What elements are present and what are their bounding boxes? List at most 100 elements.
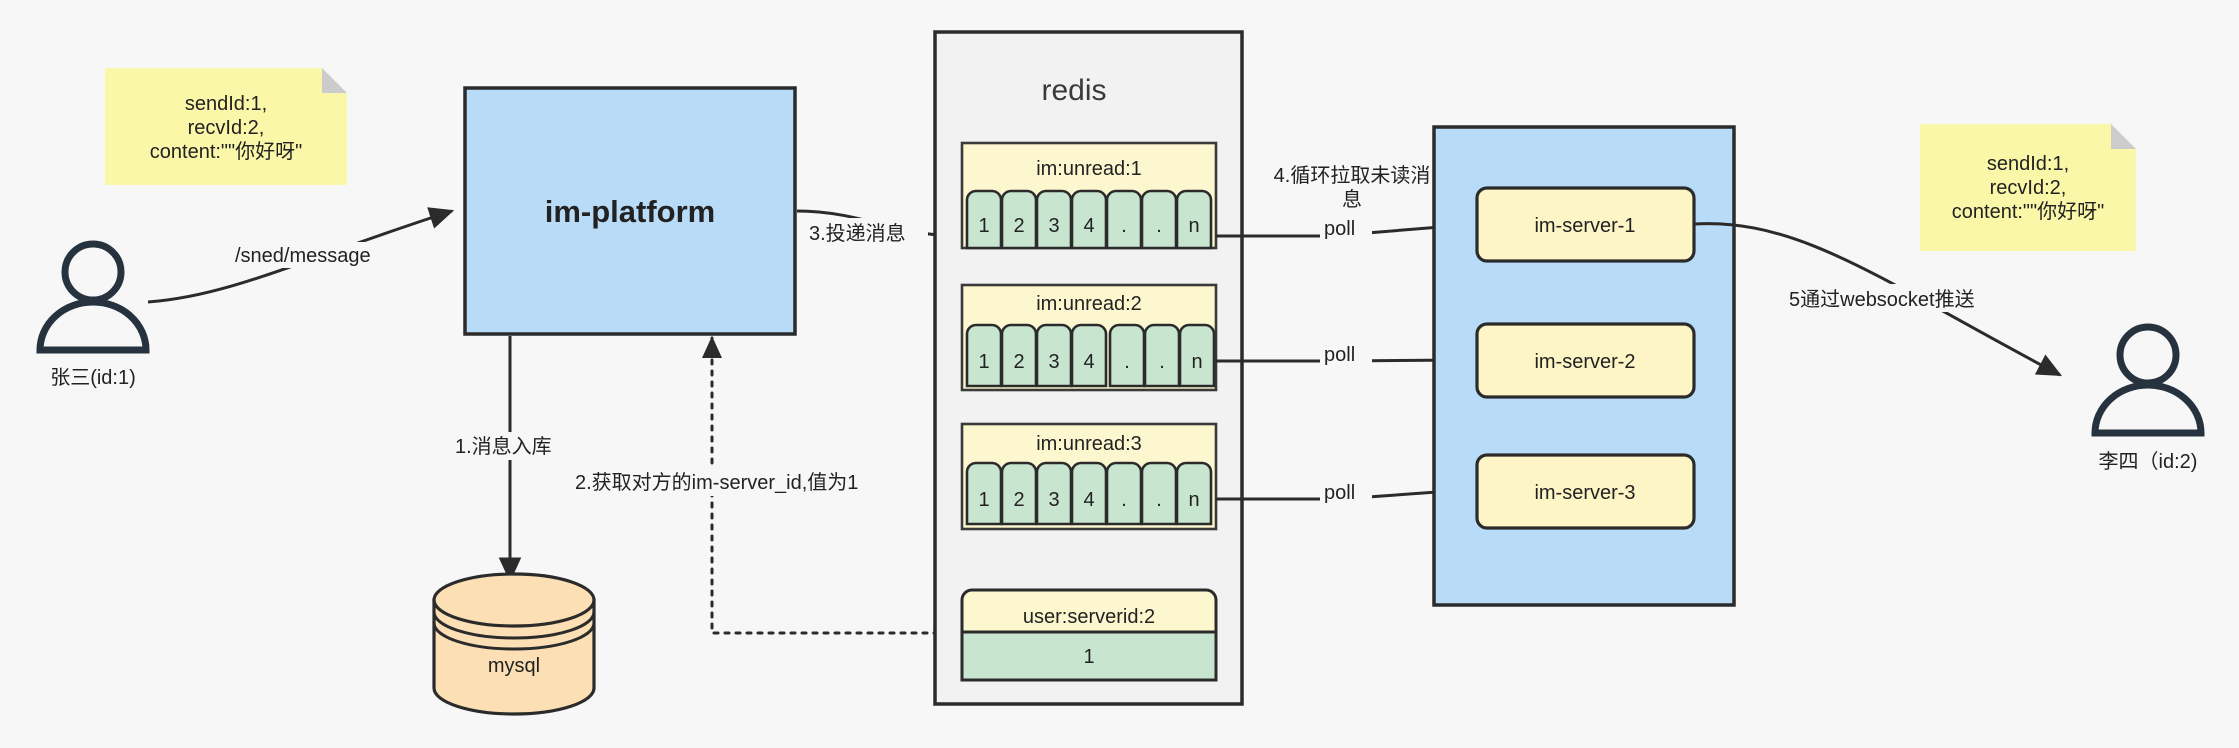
edge-label-poll-2: poll [1320, 340, 1372, 366]
mysql-ring-2 [432, 622, 596, 651]
actor-sender-head [61, 240, 125, 304]
note-right-line-3: content:""你好呀" [1952, 200, 2104, 223]
edge-step5 [1693, 222, 2062, 377]
queue-1-cell-2-label: 3 [1048, 215, 1059, 237]
queue-1-key: im:unread:1 [1036, 158, 1142, 180]
queue-2-cell-2-label: 3 [1048, 351, 1059, 373]
mysql-label: mysql [488, 655, 540, 677]
queue-3-cell-1-label: 2 [1013, 489, 1024, 511]
im-server-3-box[interactable] [1475, 453, 1696, 530]
queue-2-cell-6 [1178, 323, 1216, 388]
note-left-line-2: recvId:2, [188, 117, 265, 139]
edge-label-step3: 3.投递消息 [806, 218, 928, 246]
im-platform-node[interactable]: im-platform [463, 86, 797, 336]
mysql-node[interactable]: mysql [432, 572, 596, 716]
queue-1-cells: 1 2 3 4 . . n [965, 189, 1213, 250]
actor-sender-body [36, 298, 150, 354]
note-left-body [105, 68, 347, 185]
im-server-3-label: im-server-3 [1534, 482, 1635, 504]
edge-label-step3-text: 3.投递消息 [809, 222, 906, 245]
queue-2-cell-5-label: . [1159, 351, 1165, 373]
queue-3-cell-3-label: 4 [1083, 489, 1094, 511]
im-server-2[interactable]: im-server-2 [1475, 322, 1696, 399]
note-right-body [1920, 124, 2136, 251]
edge-label-step1: 1.消息入库 [452, 432, 570, 460]
im-server-2-label: im-server-2 [1534, 351, 1635, 373]
note-right: sendId:1, recvId:2, content:""你好呀" [1920, 124, 2136, 251]
queue-1-cell-1-label: 2 [1013, 215, 1024, 237]
queue-2-cells: 1 2 3 4 . . n [965, 323, 1216, 388]
user-serverid-block[interactable]: user:serverid:2 1 [960, 588, 1218, 682]
actor-receiver-label: 李四（id:2) [2099, 450, 2198, 473]
queue-2-cell-3-label: 4 [1083, 351, 1094, 373]
queue-2-cell-4-label: . [1124, 351, 1130, 373]
im-server-2-box[interactable] [1475, 322, 1696, 399]
edge-step2 [702, 336, 962, 635]
note-right-fold [2111, 124, 2136, 149]
queue-3-cell-0-label: 1 [978, 489, 989, 511]
edge-label-step4-line1: 4.循环拉取未读消 [1274, 164, 1431, 187]
im-server-1-box[interactable] [1475, 186, 1696, 263]
note-right-line-2: recvId:2, [1990, 177, 2067, 199]
note-right-line-1: sendId:1, [1987, 153, 2069, 175]
edge-label-step4: 4.循环拉取未读消 息 [1256, 160, 1456, 216]
mysql-ring-1 [432, 611, 596, 640]
im-server-1[interactable]: im-server-1 [1475, 186, 1696, 263]
im-server-1-label: im-server-1 [1534, 215, 1635, 237]
queue-3-cell-2-label: 3 [1048, 489, 1059, 511]
queue-3-cell-6-label: n [1188, 489, 1199, 511]
note-left-line-1: sendId:1, [185, 93, 267, 115]
actor-receiver-body [2091, 381, 2205, 437]
queue-im-unread-1[interactable]: im:unread:1 1 2 3 4 . . n [960, 141, 1218, 250]
actor-sender-label: 张三(id:1) [50, 366, 136, 389]
queue-2-key: im:unread:2 [1036, 293, 1142, 315]
user-serverid-header: user:serverid:2 [1023, 606, 1155, 628]
queue-3-cell-4-label: . [1121, 489, 1127, 511]
actor-receiver-head [2116, 323, 2180, 387]
im-server-3[interactable]: im-server-3 [1475, 453, 1696, 530]
queue-3-cell-6 [1175, 461, 1213, 526]
actor-receiver: 李四（id:2) [2091, 323, 2205, 473]
edge-label-poll-2-text: poll [1324, 344, 1355, 366]
edge-send-message [147, 207, 455, 304]
queue-1-cell-5-label: . [1156, 215, 1162, 237]
edge-label-poll-3: poll [1320, 478, 1372, 504]
edge-label-send-message: /sned/message [232, 242, 380, 268]
queue-1-cell-4-label: . [1121, 215, 1127, 237]
queue-im-unread-3[interactable]: im:unread:3 1 2 3 4 . . n [960, 422, 1218, 531]
queue-3-cells: 1 2 3 4 . . n [965, 461, 1213, 526]
mysql-top [432, 572, 596, 628]
edge-label-poll-1-text: poll [1324, 218, 1355, 240]
edge-label-step1-text: 1.消息入库 [455, 435, 552, 458]
queue-2-cell-3 [1070, 323, 1108, 388]
queue-2-cell-1-label: 2 [1013, 351, 1024, 373]
edge-label-step5-text: 5通过websocket推送 [1789, 288, 1975, 311]
edge-label-poll-1: poll [1320, 214, 1372, 240]
user-serverid-value-cell [960, 630, 1218, 682]
queue-3-cell-5-label: . [1156, 489, 1162, 511]
edge-label-step2-text: 2.获取对方的im-server_id,值为1 [575, 471, 858, 494]
edge-label-step2: 2.获取对方的im-server_id,值为1 [572, 468, 868, 496]
im-platform-label: im-platform [545, 194, 716, 229]
edge-label-step5: 5通过websocket推送 [1786, 284, 1990, 312]
edge-label-send-message-text: /sned/message [235, 245, 371, 267]
queue-2-cell-0-label: 1 [978, 351, 989, 373]
queue-im-unread-2[interactable]: im:unread:2 1 2 3 4 . . n [960, 283, 1218, 392]
queue-1-cell-0-label: 1 [978, 215, 989, 237]
edge-label-poll-3-text: poll [1324, 482, 1355, 504]
note-left: sendId:1, recvId:2, content:""你好呀" [105, 68, 347, 185]
mysql-body[interactable] [432, 598, 596, 716]
note-left-fold [322, 68, 347, 93]
queue-1-cell-6-label: n [1188, 215, 1199, 237]
queue-1-cell-6 [1175, 189, 1213, 250]
user-serverid-value: 1 [1083, 646, 1094, 668]
queue-2-cell-6-label: n [1191, 351, 1202, 373]
note-left-line-3: content:""你好呀" [150, 140, 302, 163]
queue-1-cell-3-label: 4 [1083, 215, 1094, 237]
queue-3-key: im:unread:3 [1036, 433, 1142, 455]
im-platform-box[interactable] [463, 86, 797, 336]
actor-sender: 张三(id:1) [36, 240, 150, 389]
redis-label: redis [1041, 74, 1106, 107]
